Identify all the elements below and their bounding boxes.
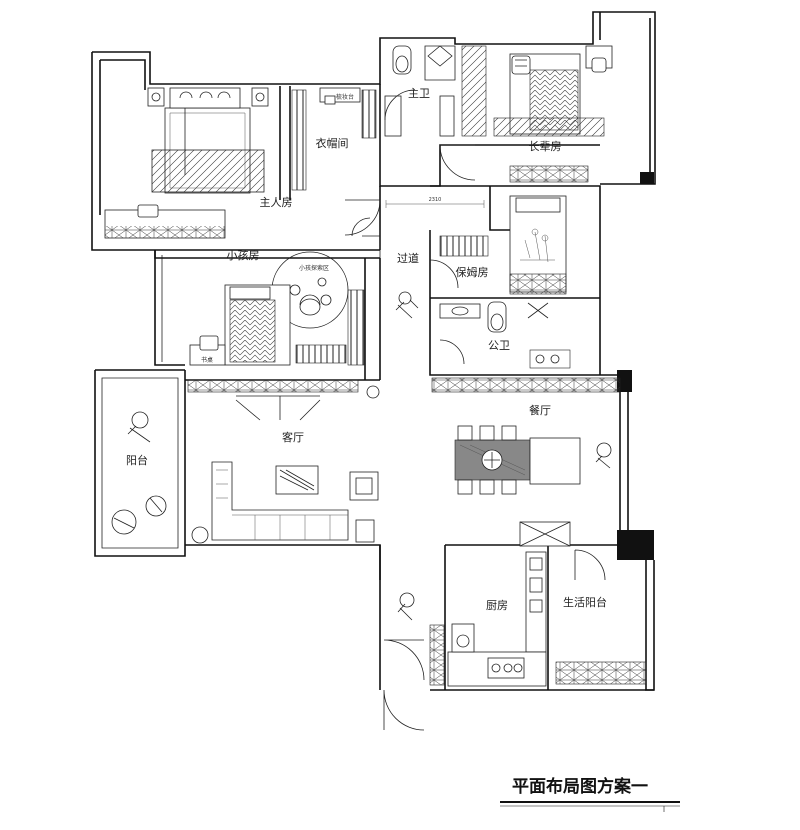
child-play-area-label: 小孩探索区	[299, 264, 329, 272]
doors-upper	[344, 144, 476, 237]
balcony: 阳台	[111, 411, 167, 535]
room-label-nanny-room: 保姆房	[456, 265, 489, 279]
room-label-public-bath: 公卫	[488, 339, 510, 352]
nanny-room: 保姆房	[429, 195, 567, 295]
room-label-kitchen: 厨房	[486, 599, 508, 612]
living-room: 客厅	[191, 395, 379, 544]
room-label-corridor: 过道	[397, 251, 419, 265]
room-label-walk-in-closet: 衣帽间	[316, 136, 349, 150]
entry	[383, 592, 445, 731]
master-bedroom: 主人房	[104, 87, 293, 239]
public-bath: 公卫	[439, 301, 571, 369]
room-label-service-balcony: 生活阳台	[563, 595, 607, 609]
room-label-balcony: 阳台	[126, 453, 148, 467]
room-label-dining-room: 餐厅	[529, 403, 551, 417]
room-label-master-bedroom: 主人房	[260, 196, 293, 209]
child-desk-note: 书桌	[201, 356, 213, 364]
kitchen: 厨房	[447, 521, 571, 687]
elder-room: 长辈房	[461, 45, 613, 183]
walk-in-closet: 梳妆台 衣帽间	[291, 87, 377, 191]
dimension-2310: 2310	[385, 197, 485, 208]
closet-dressing-note: 梳妆台	[336, 93, 354, 101]
room-label-living-room: 客厅	[282, 430, 304, 444]
room-label-elder-room: 长辈房	[529, 139, 562, 153]
exterior-walls	[91, 11, 656, 691]
service-balcony: 生活阳台	[555, 549, 647, 685]
dimension-label: 2310	[429, 197, 442, 203]
dining-room: 餐厅	[431, 377, 621, 495]
plan-title-block: 平面布局图方案一	[500, 776, 680, 812]
room-label-child-room: 小孩房	[227, 249, 260, 262]
corridor: 过道	[379, 230, 431, 319]
plan-title: 平面布局图方案一	[512, 776, 648, 797]
room-label-master-bath: 主卫	[408, 87, 430, 100]
master-bath: 主卫	[384, 45, 456, 137]
child-room: 小孩探索区 书桌 小孩房	[187, 249, 380, 399]
